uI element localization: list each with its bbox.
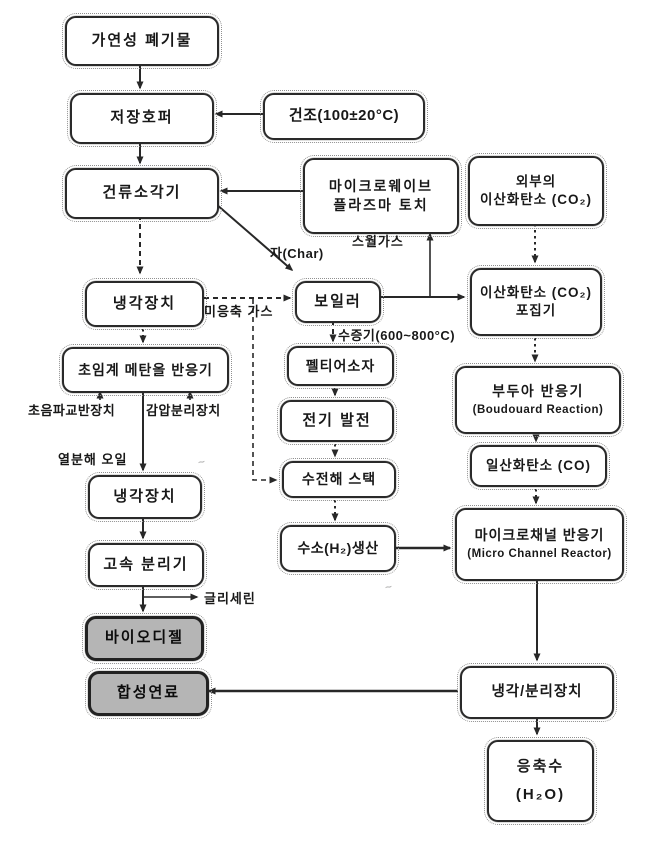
node-cooling-device-1-label: 냉각장치 (112, 294, 177, 312)
label-swirl-gas: 스월가스 (352, 234, 404, 249)
node-drying-label: 건조(100±20°C) (288, 107, 400, 125)
scan-artifact: ~ (196, 454, 207, 470)
node-power-generation-label: 전기 발전 (302, 411, 372, 429)
label-vacuum-separator: 감압분리장치 (146, 403, 221, 418)
node-electrolysis-stack-label: 수전해 스택 (301, 471, 377, 488)
node-synthetic-fuel-label: 합성연료 (116, 684, 181, 702)
label-pyrolysis-oil: 열분해 오일 (58, 452, 128, 467)
node-boiler-label: 보일러 (314, 292, 362, 310)
node-cooling-device-2-label: 냉각장치 (113, 487, 177, 505)
arrow-gas-to-electrolysis (252, 299, 278, 484)
node-hydrogen-production: 수소(H₂)생산 (276, 521, 400, 576)
node-condensate-water: 응축수 (H₂O) (483, 736, 598, 826)
node-combustible-waste: 가연성 폐기물 (61, 12, 223, 70)
node-supercritical-methanol-reactor-label: 초임계 메탄올 반응기 (78, 361, 213, 378)
node-synthetic-fuel: 합성연료 (84, 667, 213, 720)
label-ultrasonic-agitator: 초음파교반장치 (28, 403, 116, 418)
node-high-speed-separator-label: 고속 분리기 (103, 555, 189, 573)
node-boudouard-reactor: 부두아 반응기 (Boudouard Reaction) (451, 362, 625, 438)
node-torch-line2: 플라즈마 토치 (333, 197, 429, 213)
node-boiler: 보일러 (291, 277, 385, 327)
node-cooling-separation-device-label: 냉각/분리장치 (491, 683, 583, 700)
node-condensate-line1: 응축수 (516, 758, 565, 776)
node-electrolysis-stack: 수전해 스택 (278, 457, 400, 502)
node-microchannel-reactor: 마이크로채널 반응기 (Micro Channel Reactor) (451, 504, 628, 585)
scan-artifact: ~ (383, 579, 394, 595)
node-cooling-device-1: 냉각장치 (81, 277, 208, 331)
node-high-speed-separator: 고속 분리기 (84, 539, 208, 591)
node-storage-hopper-label: 저장호퍼 (110, 109, 174, 127)
node-carbon-monoxide: 일산화탄소 (CO) (466, 441, 611, 491)
node-power-generation: 전기 발전 (276, 396, 398, 446)
node-combustible-waste-label: 가연성 폐기물 (91, 31, 193, 49)
node-co2-capture-line1: 이산화탄소 (CO₂) (479, 284, 593, 300)
node-co2-capture: 이산화탄소 (CO₂) 포집기 (466, 264, 606, 340)
node-supercritical-methanol-reactor: 초임계 메탄올 반응기 (58, 343, 233, 397)
node-peltier-element-label: 펠티어소자 (305, 357, 376, 374)
label-char: 자(Char) (270, 246, 324, 261)
node-external-co2: 외부의 이산화탄소 (CO₂) (464, 152, 608, 230)
label-noncondensed-gas: 미응축 가스 (204, 304, 274, 319)
node-boudouard-line1: 부두아 반응기 (492, 382, 584, 399)
node-microwave-plasma-torch: 마이크로웨이브 플라즈마 토치 (299, 154, 463, 238)
node-cooling-device-2: 냉각장치 (84, 471, 206, 523)
node-carbon-monoxide-label: 일산화탄소 (CO) (485, 457, 592, 473)
node-drying: 건조(100±20°C) (259, 89, 429, 144)
node-external-co2-line2: 이산화탄소 (CO₂) (479, 192, 593, 207)
node-condensate-line2: (H₂O) (515, 785, 566, 803)
node-carbonization-incinerator-label: 건류소각기 (102, 184, 182, 202)
node-microchannel-line1: 마이크로채널 반응기 (474, 527, 605, 544)
label-glycerin: 글리세린 (204, 591, 256, 606)
node-cooling-separation-device: 냉각/분리장치 (456, 662, 618, 723)
node-external-co2-line1: 외부의 (515, 173, 557, 189)
label-steam: 수증기(600~800°C) (338, 328, 456, 343)
node-peltier-element: 펠티어소자 (283, 342, 398, 390)
node-co2-capture-line2: 포집기 (515, 303, 557, 318)
node-biodiesel: 바이오디젤 (81, 612, 208, 665)
node-torch-line1: 마이크로웨이브 (328, 178, 434, 195)
node-hydrogen-production-label: 수소(H₂)생산 (297, 540, 379, 557)
node-storage-hopper: 저장호퍼 (66, 89, 218, 148)
node-boudouard-line2: (Boudouard Reaction) (472, 403, 604, 416)
node-biodiesel-label: 바이오디젤 (104, 629, 184, 647)
node-carbonization-incinerator: 건류소각기 (61, 164, 223, 223)
node-microchannel-line2: (Micro Channel Reactor) (467, 548, 612, 561)
